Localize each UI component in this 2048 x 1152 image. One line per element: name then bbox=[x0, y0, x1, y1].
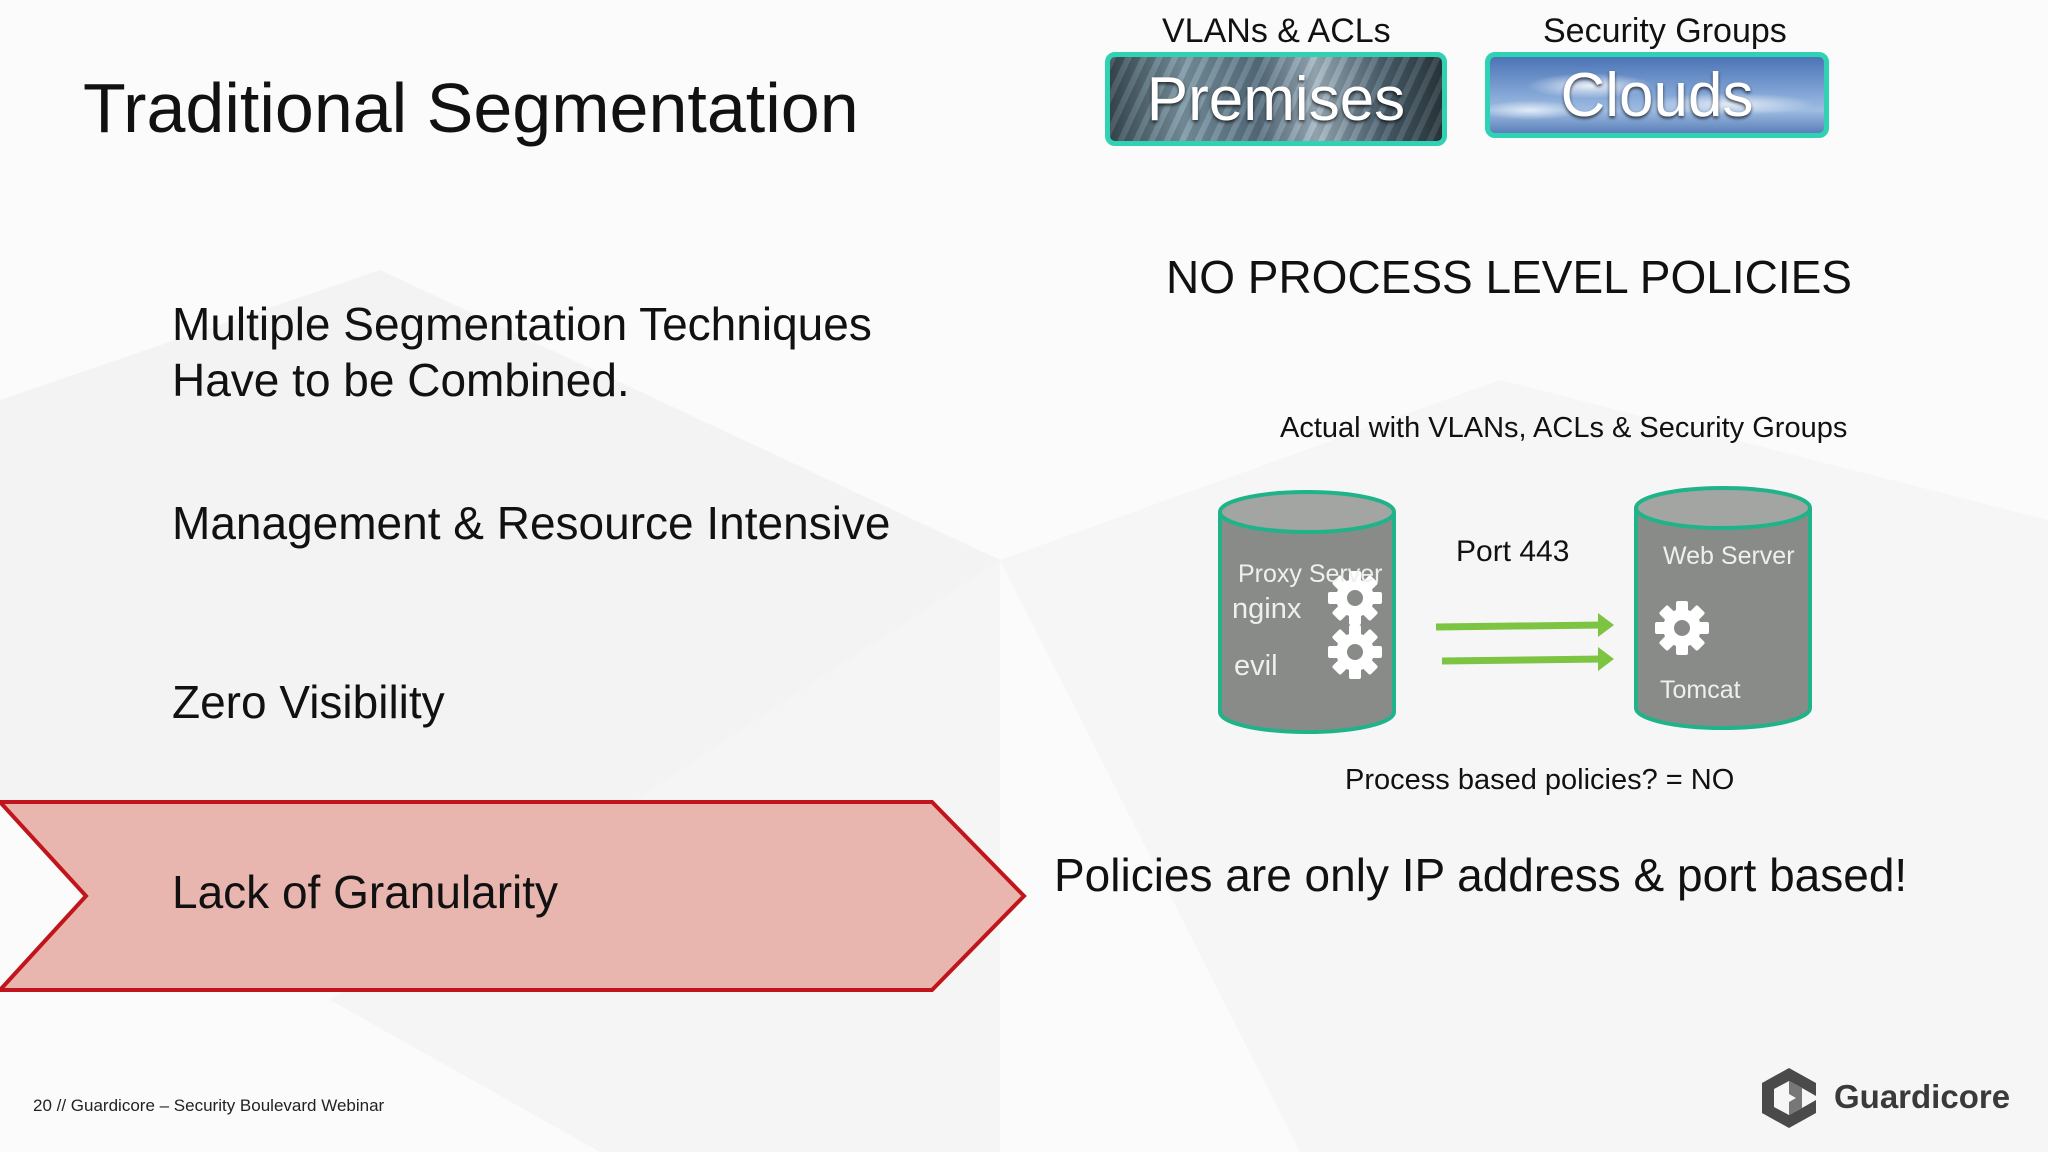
highlight-chevron bbox=[0, 800, 1027, 992]
premises-button[interactable]: Premises bbox=[1105, 52, 1447, 146]
web-server-cylinder bbox=[1634, 486, 1812, 730]
clouds-button[interactable]: Clouds bbox=[1485, 52, 1829, 138]
slide-footer: 20 // Guardicore – Security Boulevard We… bbox=[33, 1096, 385, 1115]
port-arrows bbox=[1435, 613, 1614, 671]
slide-title: Traditional Segmentation bbox=[83, 69, 859, 147]
bullet-segmentation-techniques: Multiple Segmentation Techniques Have to… bbox=[172, 298, 872, 406]
guardicore-logo-icon bbox=[1762, 1068, 1816, 1128]
conclusion-text: Policies are only IP address & port base… bbox=[1054, 849, 1908, 901]
bullet-management-intensive: Management & Resource Intensive bbox=[172, 497, 891, 549]
bullet-zero-visibility: Zero Visibility bbox=[172, 676, 445, 728]
premises-label: Premises bbox=[1146, 64, 1406, 134]
clouds-caption: Security Groups bbox=[1543, 12, 1787, 50]
diagram-title: Actual with VLANs, ACLs & Security Group… bbox=[1280, 412, 1848, 444]
port-label: Port 443 bbox=[1456, 535, 1570, 568]
proxy-server-label: Proxy Server bbox=[1238, 560, 1383, 588]
nginx-process-label: nginx bbox=[1232, 593, 1302, 625]
tomcat-process-label: Tomcat bbox=[1660, 676, 1741, 704]
evil-process-label: evil bbox=[1234, 650, 1278, 682]
headline-no-process-policies: NO PROCESS LEVEL POLICIES bbox=[1166, 251, 1852, 303]
web-server-label: Web Server bbox=[1663, 542, 1795, 570]
premises-caption: VLANs & ACLs bbox=[1162, 12, 1391, 50]
tomcat-gear-icon bbox=[1655, 601, 1709, 655]
clouds-label: Clouds bbox=[1560, 60, 1754, 130]
evil-gear-icon bbox=[1328, 625, 1382, 679]
bullet-lack-of-granularity: Lack of Granularity bbox=[172, 866, 559, 918]
brand-name: Guardicore bbox=[1834, 1078, 2011, 1115]
network-diagram: Proxy Server nginx evil Web Server Tomca… bbox=[1210, 480, 1830, 740]
process-policies-question: Process based policies? = NO bbox=[1345, 764, 1735, 796]
